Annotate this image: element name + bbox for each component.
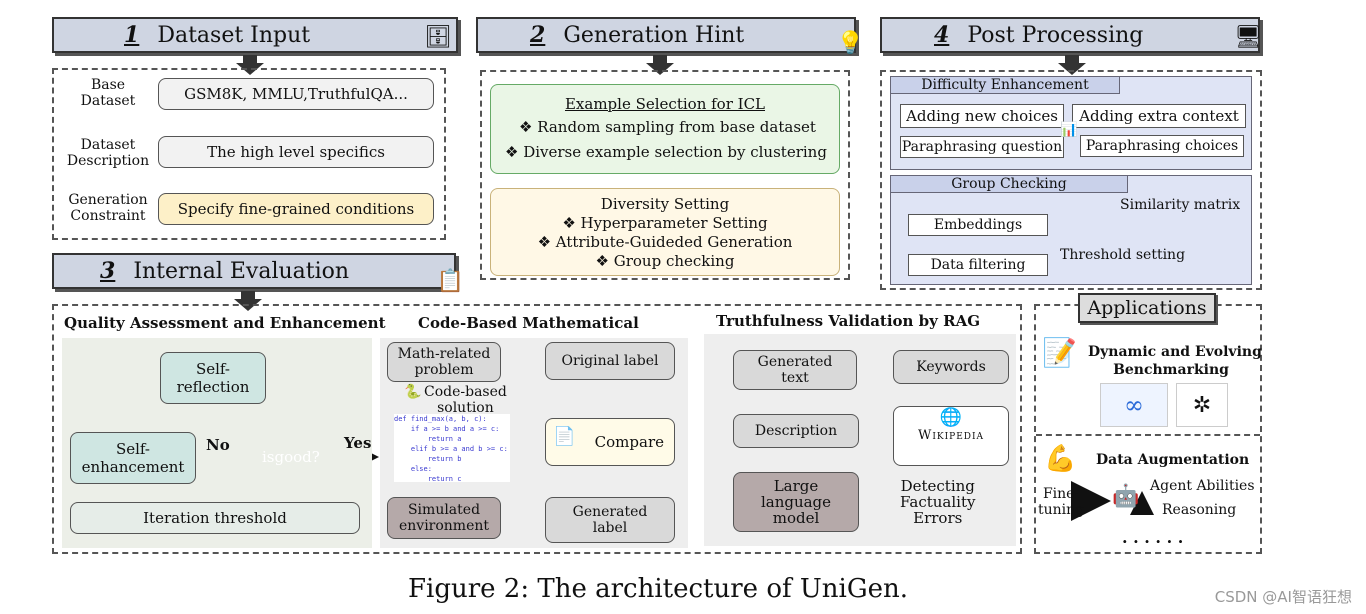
math-problem-box: Math-related problem (387, 342, 501, 382)
threshold-setting-label: Threshold setting (1060, 247, 1186, 263)
base-dataset-label: Base Dataset (80, 77, 136, 109)
compare-box: Compare (545, 418, 675, 466)
paraphrasing-choices: Paraphrasing choices (1080, 135, 1244, 157)
python-icon: 🐍 (404, 384, 422, 400)
meta-llama-logo-icon: ∞ (1100, 383, 1168, 427)
self-enhancement-box: Self- enhancement (70, 432, 196, 484)
figure-caption: Figure 2: The architecture of UniGen. (407, 574, 909, 604)
diversity-item: ❖ Attribute-Guideded Generation (537, 233, 793, 251)
applications-title: Applications (1078, 293, 1216, 323)
embeddings-box: Embeddings (908, 214, 1048, 236)
section-number: 2 (530, 22, 546, 48)
section-number: 3 (100, 258, 116, 284)
generation-hint-panel (480, 70, 850, 280)
iteration-threshold-box: Iteration threshold (70, 502, 360, 534)
report-magnifier-icon: 📋 (436, 269, 464, 294)
icl-box: Example Selection for ICL ❖ Random sampl… (490, 84, 840, 174)
diversity-box: Diversity Setting ❖ Hyperparameter Setti… (490, 188, 840, 276)
section-title: Post Processing (967, 22, 1144, 48)
section-title: Dataset Input (157, 22, 311, 48)
flexed-arm-icon: 💪 (1044, 444, 1077, 474)
icl-title: Example Selection for ICL (564, 95, 766, 113)
paraphrasing-question: Paraphrasing question (900, 136, 1064, 158)
llm-box: Large language model (733, 472, 859, 532)
self-reflection-box: Self- reflection (160, 352, 266, 404)
applications-divider (1036, 434, 1260, 436)
dataset-description-label: Dataset Description (66, 137, 150, 169)
isgood-label: isgood? (262, 448, 320, 466)
watermark: CSDN @AI智语狂想 (1214, 588, 1352, 606)
dataset-input-panel (52, 68, 446, 240)
wikipedia-label: Wikipedia (917, 428, 985, 443)
internal-evaluation-panel (52, 304, 1022, 554)
base-dataset-field: GSM8K, MMLU,TruthfulQA... (158, 78, 434, 110)
section-number: 1 (124, 22, 140, 48)
data-filtering-box: Data filtering (908, 254, 1048, 276)
code-based-title: Code-Based Mathematical (418, 314, 639, 332)
down-arrow (646, 55, 674, 75)
chart-icon: 📊 (1060, 122, 1078, 138)
difficulty-enhancement-title: Difficulty Enhancement (890, 76, 1120, 94)
section-4-header: 4 Post Processing 🖥 (880, 17, 1262, 53)
adding-new-choices: Adding new choices (900, 104, 1064, 128)
diversity-item: ❖ Hyperparameter Setting (562, 214, 768, 232)
down-arrow (1058, 55, 1086, 75)
qa-title: Quality Assessment and Enhancement (64, 314, 386, 332)
code-snippet: def find_max(a, b, c): if a >= b and a >… (394, 414, 510, 483)
similarity-matrix-label: Similarity matrix (1120, 197, 1241, 213)
simulated-environment-box: Simulated environment (387, 497, 501, 539)
keywords-box: Keywords (893, 350, 1009, 384)
no-label: No (206, 436, 230, 454)
generated-text-box: Generated text (733, 350, 857, 390)
wikipedia-box: 🌐 Wikipedia (893, 406, 1009, 466)
diversity-title: Diversity Setting (600, 195, 730, 213)
reasoning-label: Reasoning (1162, 502, 1237, 518)
original-label-box: Original label (545, 342, 675, 380)
section-title: Generation Hint (563, 22, 745, 48)
post-processing-panel (880, 70, 1262, 290)
icl-item: ❖ Random sampling from base dataset (519, 118, 816, 136)
detecting-errors-label: Detecting Factuality Errors (900, 477, 976, 527)
openai-logo-icon: ✲ (1176, 383, 1228, 427)
diversity-item: ❖ Group checking (595, 252, 735, 270)
generation-constraint-label: Generation Constraint (68, 192, 148, 224)
section-2-header: 2 Generation Hint 💡 (476, 17, 864, 56)
code-solution-label: Code-based solution (424, 384, 507, 416)
section-3-header: 3 Internal Evaluation 📋 (52, 253, 464, 294)
data-augmentation-label: Data Augmentation (1096, 452, 1250, 468)
yes-label: Yes (344, 434, 372, 452)
checklist-icon: 📝 (1042, 336, 1077, 369)
section-title: Internal Evaluation (133, 258, 350, 284)
fine-tuning-label: Fine- tuning (1038, 486, 1085, 518)
dataset-description-field: The high level specifics (158, 136, 434, 168)
database-icon: 🗄 (424, 25, 452, 50)
generated-label-box: Generated label (545, 497, 675, 543)
robot-icon: 🤖 (1112, 484, 1140, 509)
agent-abilities-label: Agent Abilities (1150, 478, 1255, 494)
group-checking-title: Group Checking (890, 175, 1128, 193)
ellipsis: . . . . . . (1122, 528, 1184, 547)
monitor-gear-icon: 🖥 (1234, 25, 1262, 50)
section-number: 4 (934, 22, 950, 48)
description-box: Description (733, 414, 859, 448)
section-1-header: 1 Dataset Input 🗄 (52, 17, 458, 53)
lightbulb-icon: 💡 (836, 31, 864, 56)
generation-constraint-field: Specify fine-grained conditions (158, 193, 434, 225)
benchmarking-label: Dynamic and Evolving Benchmarking (1088, 344, 1262, 378)
rag-title: Truthfulness Validation by RAG (716, 312, 981, 330)
documents-user-icon: 📄 (553, 426, 576, 447)
adding-extra-context: Adding extra context (1072, 104, 1246, 128)
icl-item: ❖ Diverse example selection by clusterin… (505, 143, 827, 161)
wikipedia-globe-icon: 🌐 (939, 407, 963, 428)
